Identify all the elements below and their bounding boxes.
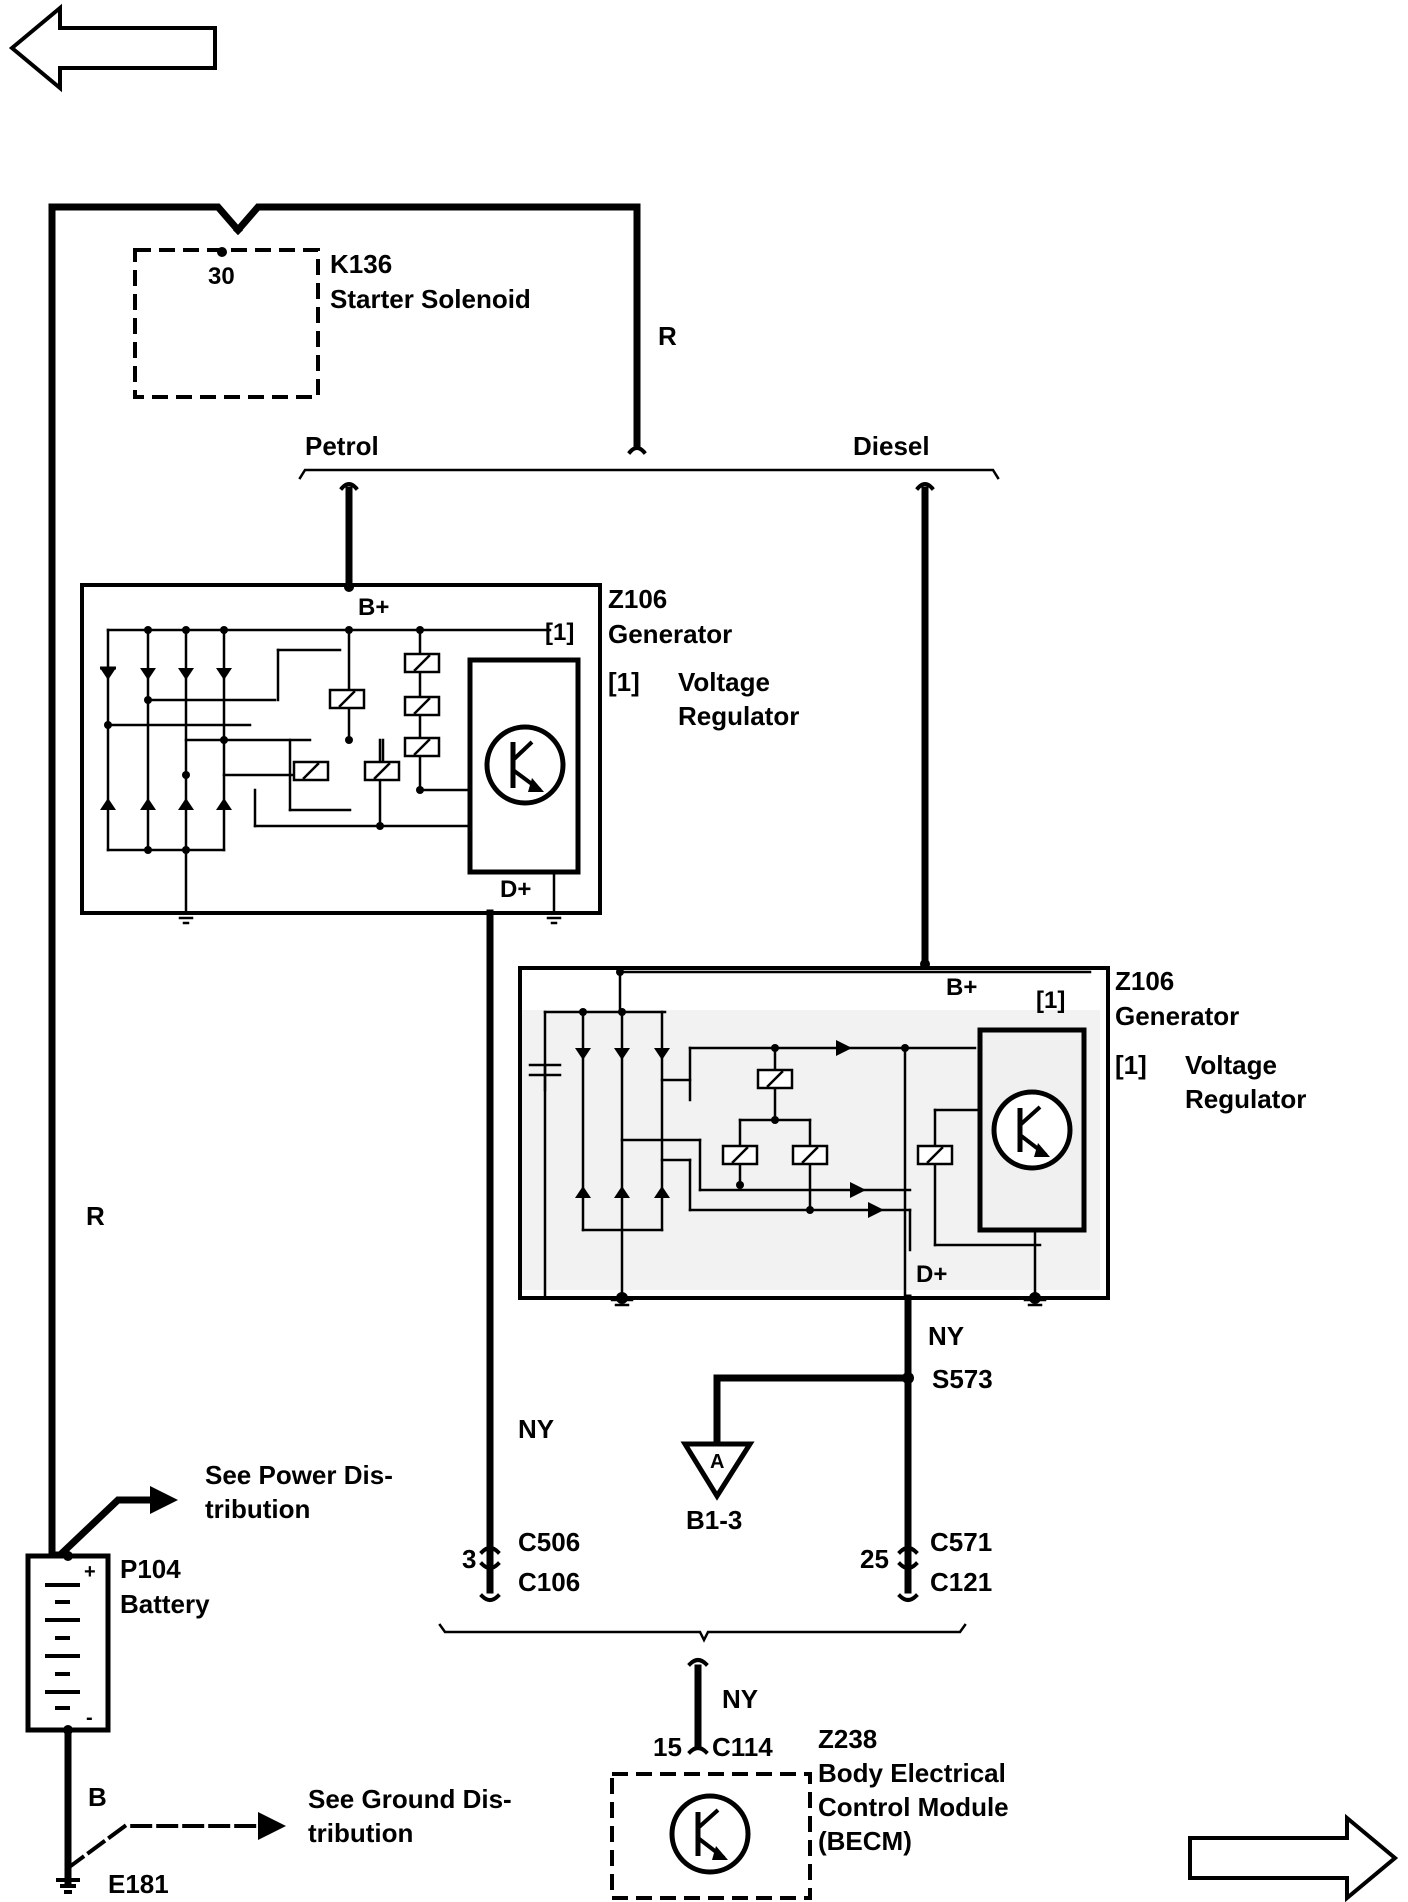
wire-label-ny-right: NY <box>928 1321 964 1351</box>
power-dist-line1[interactable]: See Power Dis- <box>205 1460 393 1490</box>
back-arrow-icon[interactable] <box>8 3 217 93</box>
diesel-gen-code: Z106 <box>1115 966 1174 996</box>
connector-left-top: C506 <box>518 1527 580 1557</box>
ground-distribution-arrow[interactable] <box>65 1812 286 1871</box>
bottom-bracket <box>438 1593 967 1667</box>
variant-diesel: Diesel <box>853 431 930 461</box>
diesel-reg-ref: [1] <box>1115 1050 1147 1080</box>
petrol-gen-name: Generator <box>608 619 732 649</box>
becm-line3: (BECM) <box>818 1826 912 1856</box>
power-distribution-arrow[interactable] <box>55 1486 178 1560</box>
ground-dist-line2[interactable]: tribution <box>308 1818 413 1848</box>
connector-left-pin: 3 <box>462 1544 476 1574</box>
petrol-reg-line1: Voltage <box>678 667 770 697</box>
battery <box>25 1551 111 1735</box>
becm-module <box>610 1772 812 1900</box>
connector-right-bottom: C121 <box>930 1567 992 1597</box>
battery-name: Battery <box>120 1589 210 1619</box>
power-dist-line2[interactable]: tribution <box>205 1494 310 1524</box>
diesel-ref-label: [1] <box>1036 987 1065 1014</box>
diesel-reg-line2: Regulator <box>1185 1084 1306 1114</box>
diesel-reg-line1: Voltage <box>1185 1050 1277 1080</box>
wire-label-ny-left: NY <box>518 1414 554 1444</box>
ground-dist-line1[interactable]: See Ground Dis- <box>308 1784 512 1814</box>
becm-code: Z238 <box>818 1724 877 1754</box>
wire-label-r-top: R <box>658 321 677 351</box>
connector-left-bottom: C106 <box>518 1567 580 1597</box>
petrol-dplus-label: D+ <box>500 876 531 903</box>
starter-name: Starter Solenoid <box>330 284 531 314</box>
connector-becm-code: C114 <box>712 1732 773 1762</box>
diesel-bplus-label: B+ <box>946 974 977 1001</box>
starter-pin: 30 <box>208 263 235 290</box>
diesel-dplus-label: D+ <box>916 1261 947 1288</box>
variant-petrol: Petrol <box>305 431 379 461</box>
starter-code: K136 <box>330 249 392 279</box>
battery-plus: + <box>84 1561 96 1583</box>
wire-label-r-left: R <box>86 1201 105 1231</box>
petrol-gen-code: Z106 <box>608 584 667 614</box>
connector-right-pin: 25 <box>860 1544 889 1574</box>
diesel-gen-name: Generator <box>1115 1001 1239 1031</box>
starter-solenoid <box>133 247 320 399</box>
connector-becm <box>687 1746 709 1755</box>
becm-line1: Body Electrical <box>818 1758 1006 1788</box>
splice-code: S573 <box>932 1364 993 1394</box>
forward-arrow-icon[interactable] <box>1188 1813 1399 1902</box>
becm-line2: Control Module <box>818 1792 1009 1822</box>
battery-code: P104 <box>120 1554 181 1584</box>
petrol-ref-label: [1] <box>545 619 574 646</box>
connector-right <box>897 1546 919 1570</box>
generator-petrol <box>80 582 602 925</box>
splice-ref: B1-3 <box>686 1505 742 1535</box>
connector-becm-pin: 15 <box>653 1732 682 1762</box>
petrol-bplus-label: B+ <box>358 594 389 621</box>
connector-left <box>479 1546 501 1570</box>
wire-label-b: B <box>88 1782 107 1812</box>
generator-diesel <box>518 959 1110 1307</box>
connector-right-top: C571 <box>930 1527 992 1557</box>
splice-triangle-letter: A <box>710 1451 724 1473</box>
splice-s573 <box>680 1372 914 1501</box>
battery-minus: - <box>86 1707 93 1729</box>
wire-label-ny-bottom: NY <box>722 1684 758 1714</box>
petrol-reg-line2: Regulator <box>678 701 799 731</box>
variant-bracket <box>298 446 1000 491</box>
wire-r-main <box>48 203 641 1559</box>
petrol-reg-ref: [1] <box>608 667 640 697</box>
ground-code: E181 <box>108 1869 169 1899</box>
ground-e181-icon <box>56 1878 80 1894</box>
